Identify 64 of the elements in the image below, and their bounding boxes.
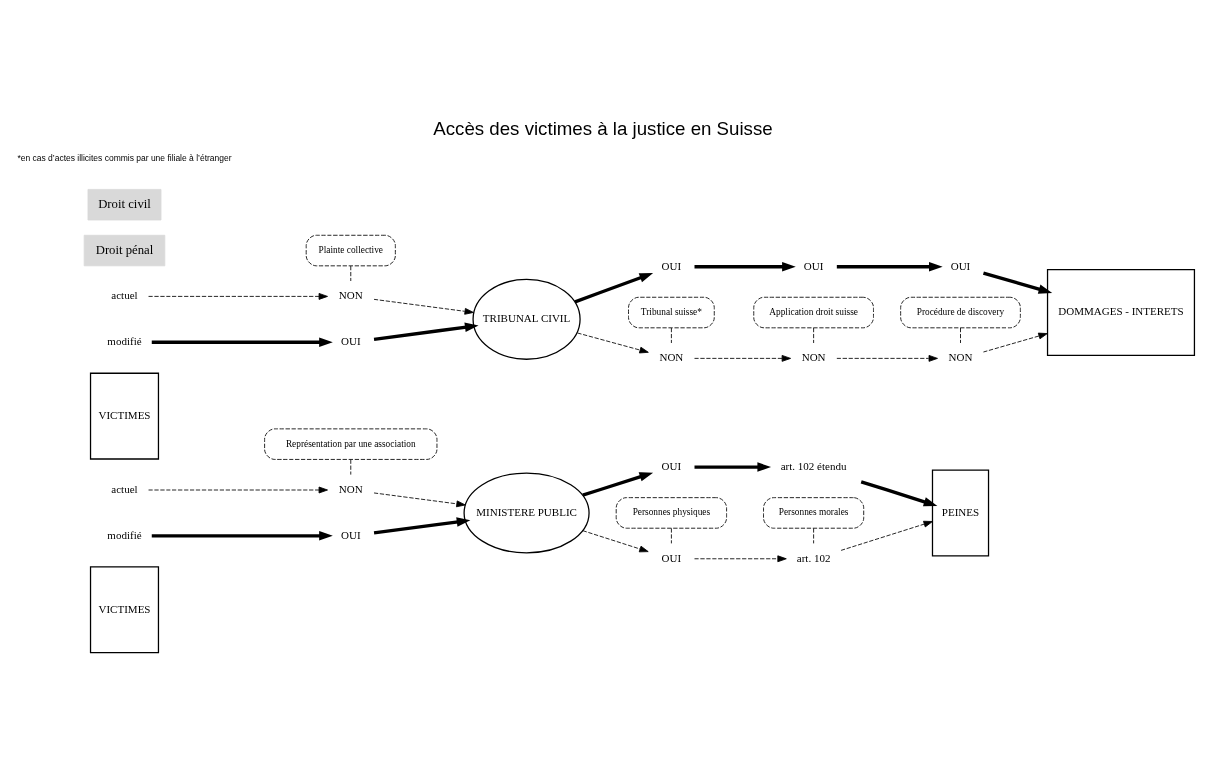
arrow — [373, 492, 466, 508]
connector — [813, 527, 815, 544]
node-text: modifié — [107, 335, 142, 348]
node-text: OUI — [340, 335, 361, 348]
arrow — [151, 337, 333, 348]
arrow — [694, 462, 772, 472]
node-box: VICTIMES — [89, 372, 160, 460]
node-text: OUI — [803, 259, 824, 272]
node-text: OUI — [340, 528, 361, 541]
node-box: DOMMAGES - INTERETS — [1046, 269, 1196, 357]
node-text: OUI — [950, 259, 971, 272]
arrow — [982, 271, 1053, 294]
arrow — [582, 530, 649, 553]
node-box: Application droit suisse — [753, 296, 874, 329]
arrow — [373, 517, 471, 535]
node-text: art. 102 étendu — [780, 459, 847, 472]
connector — [350, 459, 352, 476]
arrow — [836, 355, 938, 362]
node-text: art. 102 — [796, 551, 831, 564]
connector — [670, 327, 672, 344]
arrow — [574, 273, 654, 304]
connector — [670, 527, 672, 544]
node-text: NON — [338, 482, 363, 495]
arrow — [836, 261, 943, 272]
arrow — [582, 472, 654, 497]
arrow — [694, 555, 787, 563]
node-text: actuel — [111, 289, 138, 302]
node-box: Procédure de discovery — [900, 296, 1021, 329]
arrow — [694, 355, 792, 362]
arrow — [148, 486, 328, 494]
node-text: NON — [659, 351, 684, 364]
node-text: NON — [338, 289, 363, 302]
arrow — [373, 298, 474, 315]
label: Droit civil — [98, 196, 151, 211]
node-box: Personnes physiques — [615, 497, 727, 529]
arrow — [840, 520, 933, 551]
diagram-title: Accès des victimes à la justice en Suisse — [433, 117, 773, 139]
node-text: NON — [948, 351, 973, 364]
arrow — [860, 480, 938, 507]
label: Droit pénal — [95, 242, 154, 257]
connector — [960, 327, 961, 344]
node-ellipse: MINISTERE PUBLIC — [463, 472, 590, 554]
node-text: OUI — [661, 459, 682, 472]
connector — [350, 265, 352, 282]
node-box: PEINES — [931, 469, 990, 557]
node-text: NON — [801, 351, 826, 364]
arrow — [983, 332, 1048, 353]
node-text: OUI — [661, 551, 682, 564]
node-text: actuel — [111, 482, 138, 495]
label: *en cas d’actes illicites commis par une filiale à l’étranger — [17, 152, 232, 163]
connector — [813, 327, 815, 344]
node-text: modifié — [107, 528, 142, 541]
node-text: OUI — [661, 259, 682, 272]
node-box: Plainte collective — [305, 234, 396, 267]
arrow — [577, 332, 649, 354]
node-box: VICTIMES — [89, 566, 160, 654]
node-box: Personnes morales — [763, 497, 865, 529]
node-box: Représentation par une association — [264, 428, 438, 460]
arrow — [148, 293, 328, 300]
arrow — [694, 261, 796, 272]
node-ellipse: TRIBUNAL CIVIL — [472, 278, 581, 360]
arrow — [151, 531, 333, 541]
arrow — [373, 322, 479, 341]
node-box: Tribunal suisse* — [628, 296, 715, 329]
